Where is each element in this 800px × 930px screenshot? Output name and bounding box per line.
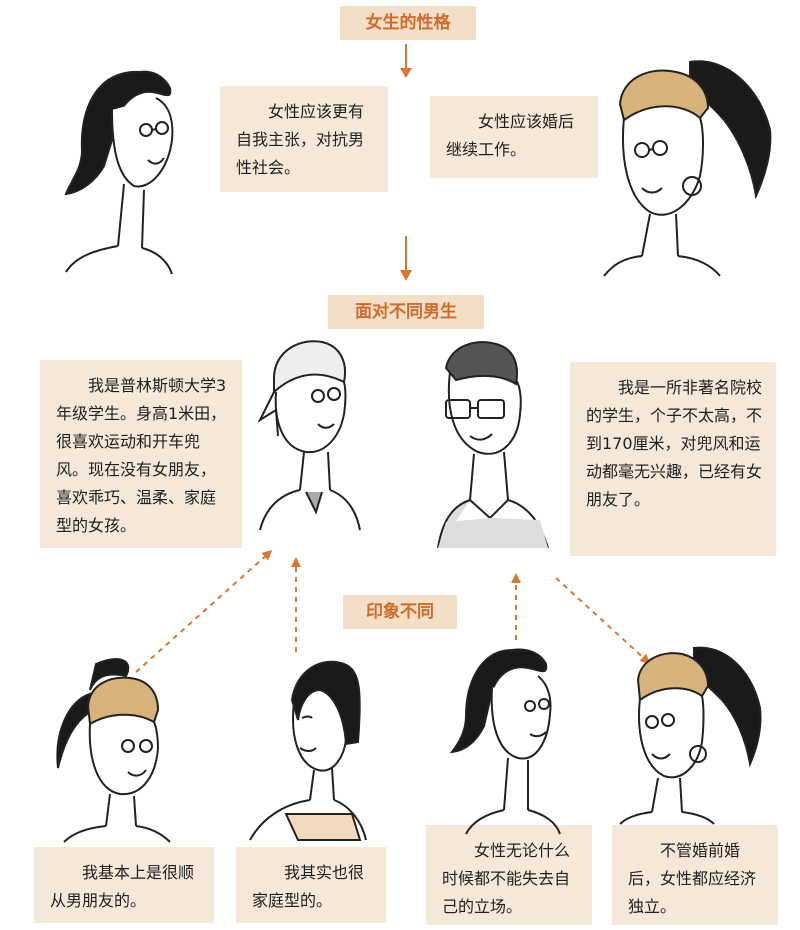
assertive-speech-box: 女性应该更有自我主张，对抗男性社会。 [220, 86, 388, 192]
boy-glasses-figure [437, 341, 549, 549]
boy-bandana-figure [257, 340, 361, 531]
impressions-label: 印象不同 [343, 595, 457, 629]
princeton-student-box: 我是普林斯顿大学3年级学生。身高1米田，很喜欢运动和开车兜风。现在没有女朋友，喜… [40, 360, 242, 548]
keep-self-speech-box: 女性无论什么时候都不能失去自己的立场。 [426, 825, 592, 925]
girl-headband-right-figure [619, 646, 762, 825]
girl-bob-figure [249, 660, 367, 841]
domestic-speech-box: 我其实也很家庭型的。 [236, 847, 386, 923]
girl-long-hair-figure [64, 70, 174, 275]
personality-label: 女生的性格 [340, 6, 476, 40]
girl-headband-figure [603, 60, 772, 277]
facing-boys-label: 面对不同男生 [328, 295, 484, 329]
keep-working-speech-box: 女性应该婚后继续工作。 [430, 96, 598, 178]
ordinary-student-box: 我是一所非著名院校的学生，个子不太高，不到170厘米，对兜风和运动都毫无兴趣，已… [570, 362, 776, 556]
dashed-arrow-1 [135, 549, 273, 673]
arrow-down-1 [400, 44, 412, 78]
arrow-down-2 [400, 236, 412, 281]
dashed-arrow-4 [555, 577, 651, 665]
obedient-speech-box: 我基本上是很顺从男朋友的。 [34, 847, 214, 923]
girl-long-hair-bottom-figure [449, 648, 561, 835]
independent-speech-box: 不管婚前婚后，女性都应经济独立。 [612, 825, 778, 925]
girl-headband-bottom-figure [56, 658, 171, 843]
